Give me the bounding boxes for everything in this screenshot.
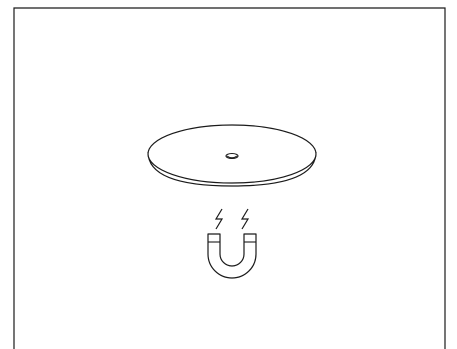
right-spark-icon (240, 208, 250, 230)
disc (147, 124, 317, 187)
disc-hole-depth (226, 155, 238, 159)
magnet-body (207, 233, 257, 279)
horseshoe-magnet (207, 208, 257, 279)
left-spark-icon (214, 208, 224, 230)
frame-border (13, 7, 446, 349)
